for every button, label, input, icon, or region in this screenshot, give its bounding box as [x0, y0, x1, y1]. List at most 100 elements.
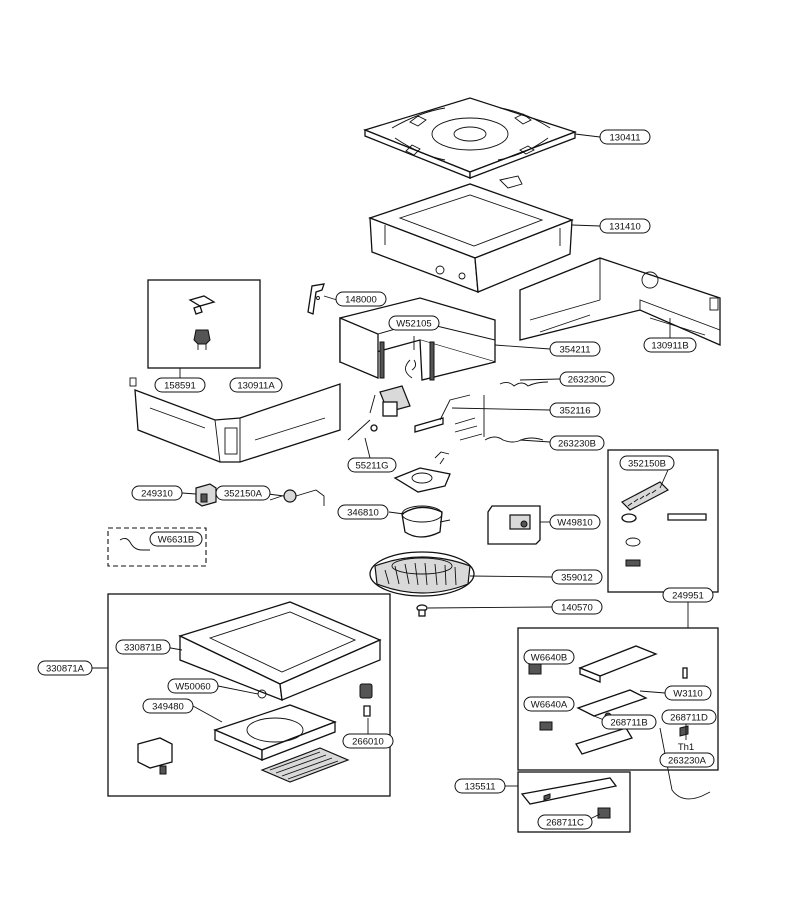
svg-text:263230C: 263230C — [568, 375, 607, 386]
wire-W6631B — [119, 537, 150, 551]
svg-text:359012: 359012 — [561, 573, 593, 584]
part-label-354211: 354211 — [549, 341, 601, 357]
wire-263230A — [659, 727, 711, 800]
clip-parts — [188, 295, 216, 350]
part-label-266010: 266010 — [342, 733, 394, 749]
thermistor-label-Th1: Th1 — [678, 742, 694, 753]
part-label-268711B: 268711B — [601, 714, 657, 730]
wire-box-W6631B — [107, 527, 207, 567]
part-label-346810: 346810 — [337, 504, 389, 520]
svg-text:W6640B: W6640B — [531, 653, 567, 664]
svg-text:130411: 130411 — [610, 133, 641, 144]
front-panel-frame-part — [178, 601, 382, 702]
filter-frame-part — [213, 704, 337, 761]
svg-text:W52105: W52105 — [396, 319, 431, 330]
svg-text:135511: 135511 — [465, 782, 496, 793]
svg-text:W50060: W50060 — [175, 682, 210, 693]
part-label-140570: 140570 — [551, 599, 603, 615]
part-label-130911B: 130911B — [643, 337, 697, 353]
part-label-352150A: 352150A — [215, 485, 271, 501]
side-panel-b-part — [519, 257, 721, 346]
drain-pan-part — [368, 183, 574, 293]
side-panel-a-part — [129, 377, 341, 463]
part-label-268711C: 268711C — [537, 814, 593, 830]
part-label-352116: 352116 — [549, 402, 601, 418]
part-label-W3110: W3110 — [664, 685, 712, 701]
svg-text:268711D: 268711D — [670, 713, 708, 724]
svg-text:W6640A: W6640A — [531, 700, 568, 711]
part-label-263230A: 263230A — [659, 752, 715, 768]
connector-249310-part — [195, 483, 217, 507]
part-label-249951: 249951 — [662, 587, 714, 603]
part-label-131410: 131410 — [599, 218, 651, 234]
sensor-box-158591 — [147, 279, 261, 369]
svg-text:330871B: 330871B — [124, 643, 162, 654]
bracket-box-135511 — [517, 771, 631, 833]
part-label-W6640A: W6640A — [523, 696, 575, 712]
svg-text:W3110: W3110 — [673, 689, 702, 700]
svg-text:349480: 349480 — [152, 702, 184, 713]
panel-box-330871A — [107, 593, 391, 797]
svg-text:352150B: 352150B — [628, 459, 666, 470]
part-label-359012: 359012 — [551, 569, 603, 585]
svg-text:55211G: 55211G — [355, 461, 388, 472]
wire-263230C — [499, 381, 549, 387]
part-label-148000: 148000 — [335, 291, 387, 307]
svg-text:W6631B: W6631B — [158, 535, 194, 546]
part-label-349480: 349480 — [142, 698, 194, 714]
svg-text:148000: 148000 — [345, 295, 377, 306]
svg-text:352116: 352116 — [560, 406, 591, 417]
part-label-330871B: 330871B — [115, 639, 171, 655]
part-label-352150B: 352150B — [619, 455, 675, 471]
svg-text:158591: 158591 — [164, 381, 196, 392]
svg-text:140570: 140570 — [561, 603, 593, 614]
svg-text:354211: 354211 — [560, 345, 591, 356]
fan-motor-part — [401, 505, 451, 538]
turbo-fan-part — [369, 551, 475, 597]
part-label-330871A: 330871A — [37, 660, 93, 676]
bracket-148000-part — [307, 283, 325, 315]
svg-text:W49810: W49810 — [557, 518, 592, 529]
svg-text:249951: 249951 — [672, 591, 704, 602]
part-label-55211G: 55211G — [347, 457, 397, 473]
part-label-249310: 249310 — [131, 485, 183, 501]
wire-263230B — [484, 436, 544, 443]
part-label-263230C: 263230C — [559, 371, 615, 387]
part-label-130411: 130411 — [599, 129, 651, 145]
motor-bracket-part — [393, 451, 451, 493]
svg-text:330871A: 330871A — [46, 664, 85, 675]
part-label-130911A: 130911A — [229, 377, 283, 393]
part-label-W52105: W52105 — [388, 315, 440, 331]
svg-text:263230B: 263230B — [558, 439, 596, 450]
svg-text:263230A: 263230A — [668, 756, 707, 767]
filter-part — [260, 747, 350, 783]
control-box-part — [487, 505, 541, 545]
pipe-assembly-part — [347, 385, 485, 441]
svg-text:131410: 131410 — [609, 222, 641, 233]
drain-hose-parts — [620, 481, 707, 567]
display-part — [137, 737, 173, 775]
svg-text:268711C: 268711C — [546, 818, 584, 829]
pcb-box-249951 — [517, 627, 719, 771]
part-label-W6631B: W6631B — [149, 531, 203, 547]
svg-text:130911A: 130911A — [237, 381, 275, 392]
svg-text:352150A: 352150A — [224, 489, 263, 500]
part-label-W49810: W49810 — [549, 514, 601, 530]
part-label-158591: 158591 — [154, 377, 206, 393]
nut-140570-part — [416, 604, 428, 617]
part-label-263230B: 263230B — [549, 435, 605, 451]
top-grille-part — [363, 97, 577, 189]
heat-exchanger-part — [339, 297, 496, 381]
drain-hose-box — [607, 449, 719, 593]
pcb-bracket-part — [520, 777, 618, 819]
svg-text:268711B: 268711B — [610, 718, 647, 729]
part-label-W50060: W50060 — [167, 678, 219, 694]
svg-text:346810: 346810 — [347, 508, 379, 519]
valve-352150A-part — [269, 489, 325, 506]
svg-text:266010: 266010 — [352, 737, 384, 748]
svg-text:249310: 249310 — [141, 489, 173, 500]
part-label-268711D: 268711D — [661, 709, 717, 725]
part-label-135511: 135511 — [454, 778, 506, 794]
part-label-W6640B: W6640B — [523, 649, 575, 665]
